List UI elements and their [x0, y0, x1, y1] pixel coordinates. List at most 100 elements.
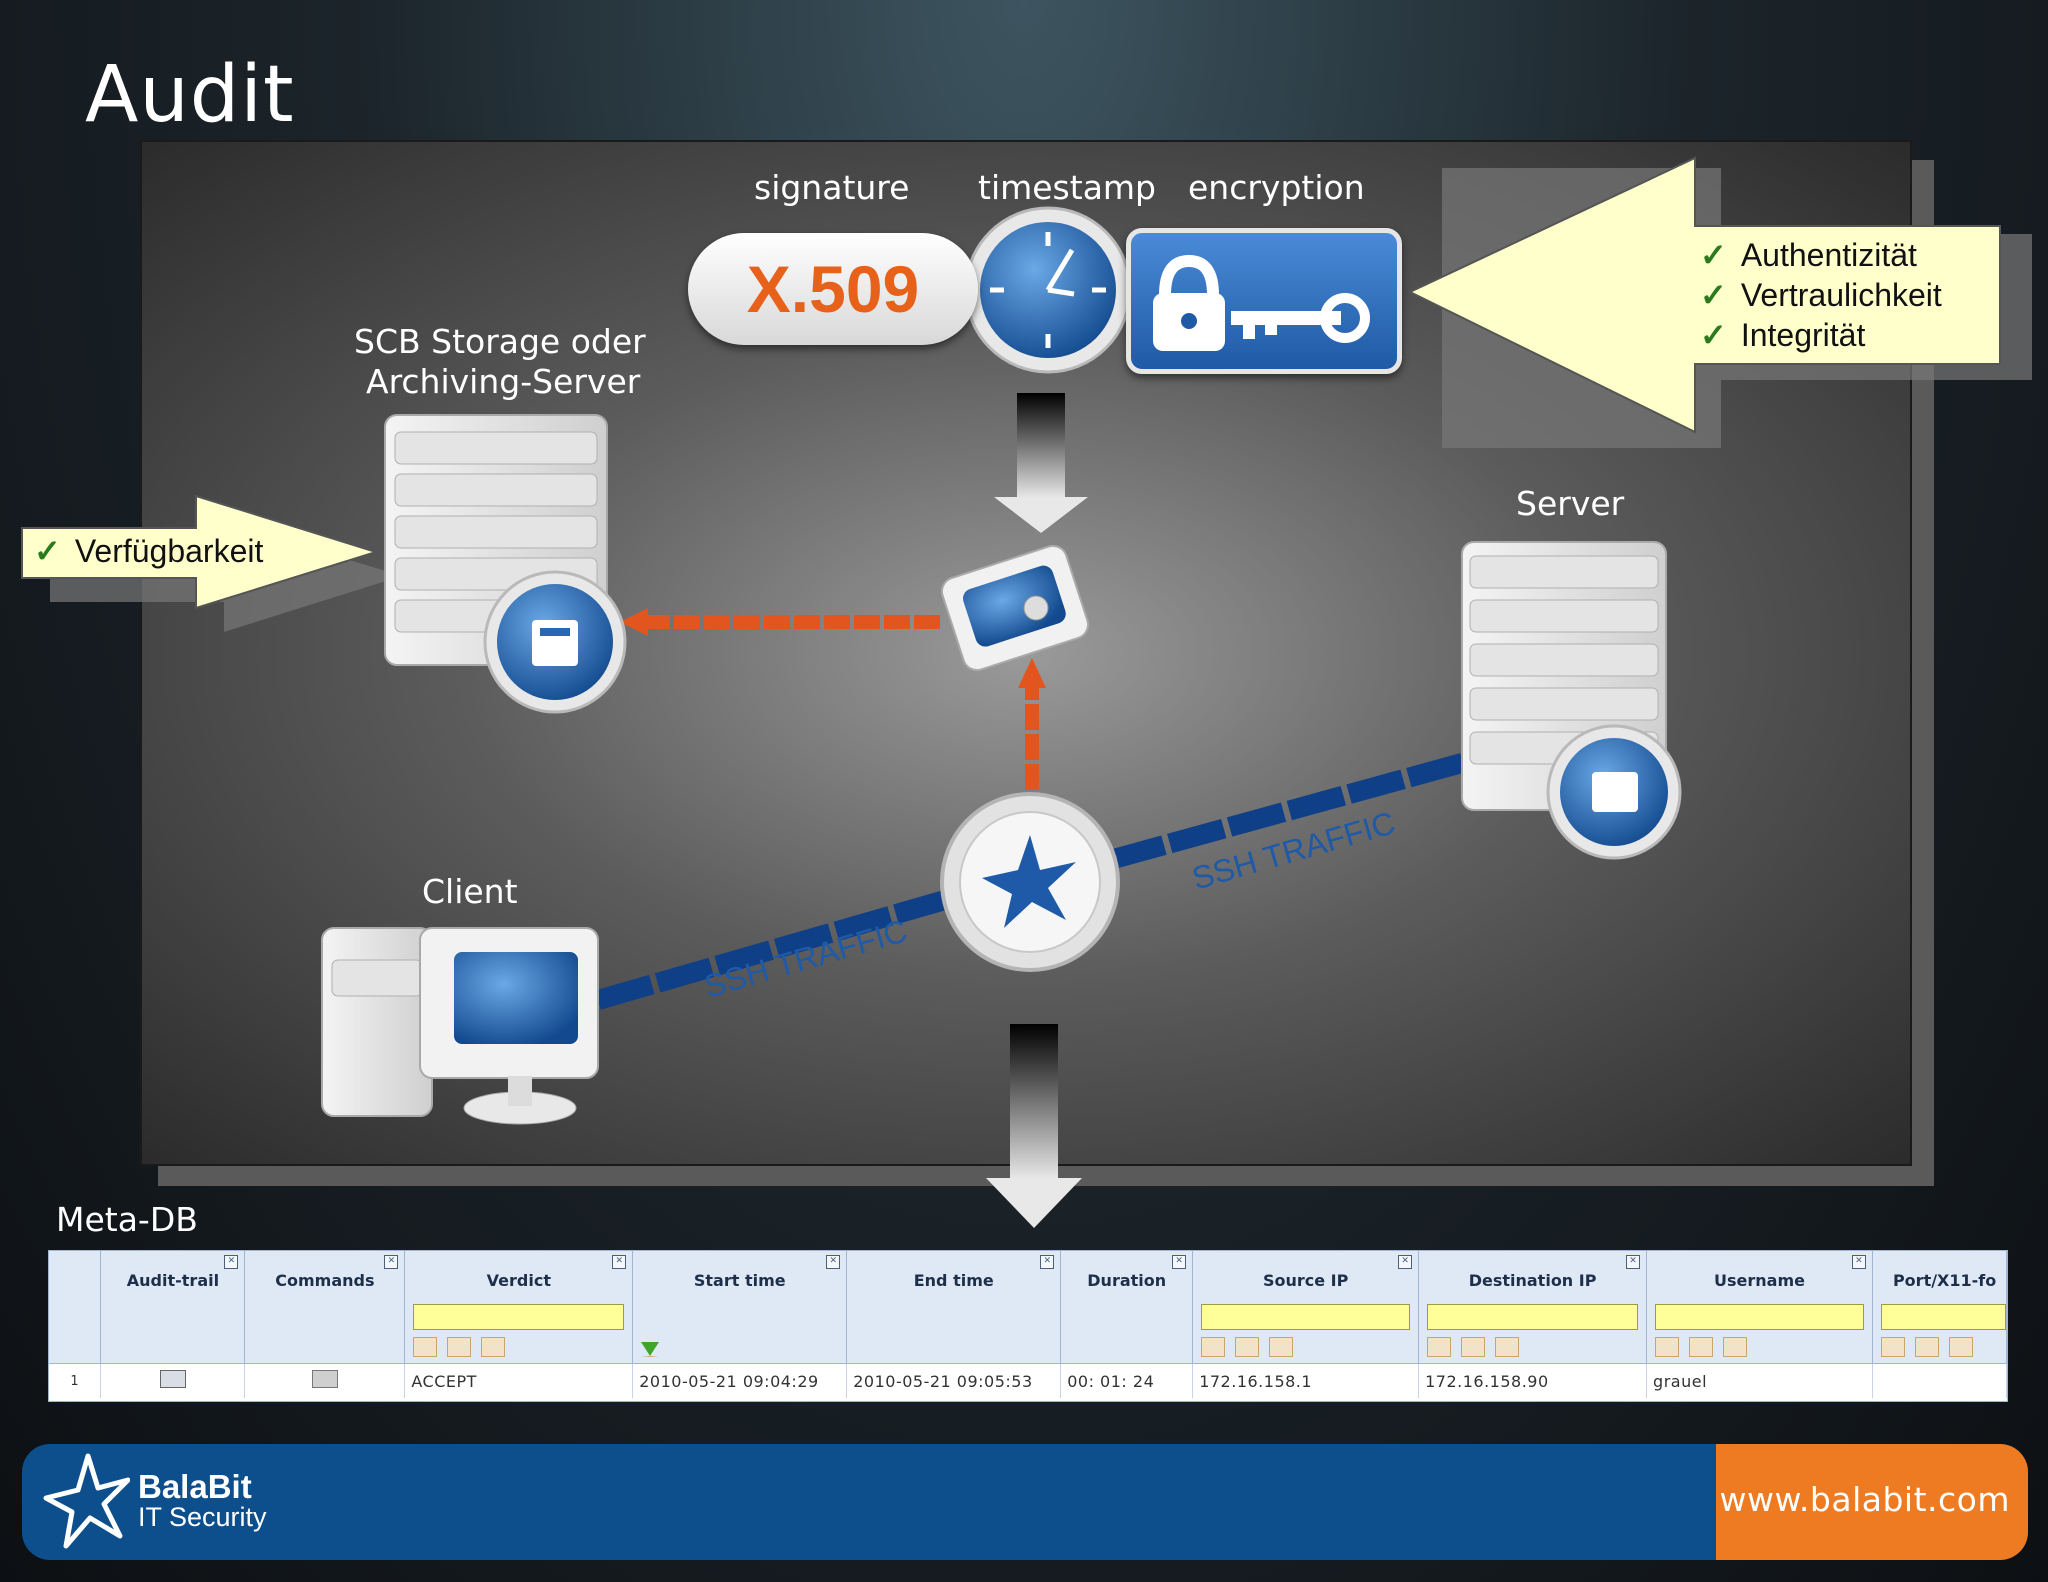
filter-icons[interactable] [1201, 1337, 1294, 1357]
right-callout-arrow [1407, 156, 2032, 448]
slide-title: Audit [85, 50, 295, 140]
search-icon [1689, 1337, 1714, 1357]
search-icon [1914, 1337, 1939, 1357]
close-column-icon[interactable]: ✕ [1398, 1255, 1413, 1269]
table-header-row: ✕Audit-trail ✕Commands ✕Verdict ✕Start t… [49, 1251, 2007, 1364]
right-callout-list: ✓Authentizität ✓Vertraulichkeit ✓Integri… [1700, 236, 1942, 356]
port-cell [1872, 1363, 2007, 1398]
grid-icon [1723, 1337, 1748, 1357]
meta-db-table: ✕Audit-trail ✕Commands ✕Verdict ✕Start t… [48, 1250, 2008, 1402]
left-callout-arrow [21, 494, 402, 632]
left-callout-item: ✓ Verfügbarkeit [34, 532, 263, 570]
brand-subtitle: IT Security [138, 1502, 267, 1532]
gateway-icon [940, 792, 1120, 972]
filter-icons[interactable] [1427, 1337, 1520, 1357]
client-computer-icon [321, 927, 599, 1125]
footer-bar: www.balabit.com [22, 1444, 2028, 1560]
signature-label: signature [754, 168, 910, 207]
close-column-icon[interactable]: ✕ [384, 1255, 399, 1269]
website-link[interactable]: www.balabit.com [1719, 1480, 2010, 1519]
close-column-icon[interactable]: ✕ [612, 1255, 627, 1269]
client-label: Client [422, 872, 518, 911]
row-index: 1 [49, 1363, 102, 1398]
commands-cell[interactable] [244, 1363, 406, 1398]
ssh-traffic-line-right [1107, 748, 1483, 870]
server-icon [1461, 541, 1682, 860]
username-filter-input[interactable] [1655, 1304, 1864, 1330]
close-column-icon[interactable]: ✕ [1172, 1255, 1187, 1269]
check-icon: ✓ [34, 533, 61, 569]
close-column-icon[interactable]: ✕ [224, 1255, 239, 1269]
orange-arrow-left [620, 608, 940, 636]
grid-icon [1269, 1337, 1294, 1357]
orange-arrow-up [1018, 658, 1046, 790]
clock-icon [964, 206, 1132, 374]
grid-icon [1948, 1337, 1973, 1357]
check-icon: ✓ [1700, 277, 1727, 313]
source-ip-filter-input[interactable] [1201, 1304, 1411, 1330]
port-filter-input[interactable] [1880, 1304, 2006, 1330]
search-icon [1201, 1337, 1226, 1357]
storage-label-line1: SCB Storage oder [354, 322, 646, 361]
down-arrow-bottom [986, 1024, 1082, 1228]
callout-item: ✓Authentizität [1700, 237, 1917, 273]
close-column-icon[interactable]: ✕ [1851, 1255, 1866, 1269]
destination-ip-filter-input[interactable] [1427, 1304, 1639, 1330]
filter-icons[interactable] [413, 1337, 506, 1357]
ssh-traffic-line-left [595, 890, 948, 1010]
search-icon [1235, 1337, 1260, 1357]
username-cell: grauel [1646, 1363, 1873, 1398]
timestamp-label: timestamp [978, 168, 1157, 207]
column-header-duration[interactable]: ✕Duration [1060, 1251, 1194, 1364]
storage-server-icon [384, 414, 627, 714]
brand-name: BalaBit [138, 1468, 252, 1505]
sort-down-icon [641, 1342, 660, 1357]
close-column-icon[interactable]: ✕ [1626, 1255, 1641, 1269]
verdict-cell: ACCEPT [404, 1363, 634, 1398]
grid-icon [1495, 1337, 1520, 1357]
column-header-start-time[interactable]: ✕Start time [632, 1251, 848, 1364]
log-card-icon [940, 544, 1090, 672]
filter-icons[interactable] [1655, 1337, 1748, 1357]
footer-url-block: www.balabit.com [1716, 1444, 2028, 1560]
column-header-port[interactable]: Port/X11-fo [1872, 1251, 2007, 1364]
check-icon: ✓ [1700, 237, 1727, 273]
audit-table: ✕Audit-trail ✕Commands ✕Verdict ✕Start t… [49, 1251, 2007, 1398]
monitor-icon[interactable] [159, 1370, 186, 1388]
filter-icons[interactable] [1880, 1337, 1973, 1357]
column-header-username[interactable]: ✕Username [1646, 1251, 1873, 1364]
server-label: Server [1516, 484, 1625, 523]
lock-key-icon [1153, 254, 1370, 351]
column-header-commands[interactable]: ✕Commands [244, 1251, 406, 1364]
close-column-icon[interactable]: ✕ [826, 1255, 841, 1269]
column-header-destination-ip[interactable]: ✕Destination IP [1418, 1251, 1648, 1364]
meta-db-title: Meta-DB [56, 1200, 198, 1239]
verdict-filter-input[interactable] [413, 1304, 625, 1330]
search-icon [1655, 1337, 1680, 1357]
table-row[interactable]: 1 ACCEPT 2010-05-21 09:04:29 2010-05-21 … [49, 1363, 2007, 1398]
search-icon [1461, 1337, 1486, 1357]
search-icon [1427, 1337, 1452, 1357]
search-icon [1880, 1337, 1905, 1357]
callout-item: ✓Integrität [1700, 317, 1866, 353]
sort-icon-wrap[interactable] [641, 1342, 660, 1357]
search-icon [413, 1337, 438, 1357]
column-header-end-time[interactable]: ✕End time [846, 1251, 1062, 1364]
audit-trail-cell[interactable] [100, 1363, 246, 1398]
duration-cell: 00: 01: 24 [1060, 1363, 1194, 1398]
start-time-cell: 2010-05-21 09:04:29 [632, 1363, 848, 1398]
down-arrow-top [994, 393, 1088, 533]
x509-certificate-pill: X.509 [688, 233, 978, 345]
terminal-icon[interactable] [311, 1370, 338, 1388]
destination-ip-cell: 172.16.158.90 [1418, 1363, 1648, 1398]
column-header-source-ip[interactable]: ✕Source IP [1192, 1251, 1420, 1364]
column-header-index [49, 1251, 102, 1364]
search-icon [447, 1337, 472, 1357]
end-time-cell: 2010-05-21 09:05:53 [846, 1363, 1062, 1398]
availability-label: Verfügbarkeit [74, 533, 264, 569]
storage-label-line2: Archiving-Server [366, 362, 641, 401]
close-column-icon[interactable]: ✕ [1040, 1255, 1055, 1269]
column-header-verdict[interactable]: ✕Verdict [404, 1251, 634, 1364]
column-header-audit-trail[interactable]: ✕Audit-trail [100, 1251, 246, 1364]
